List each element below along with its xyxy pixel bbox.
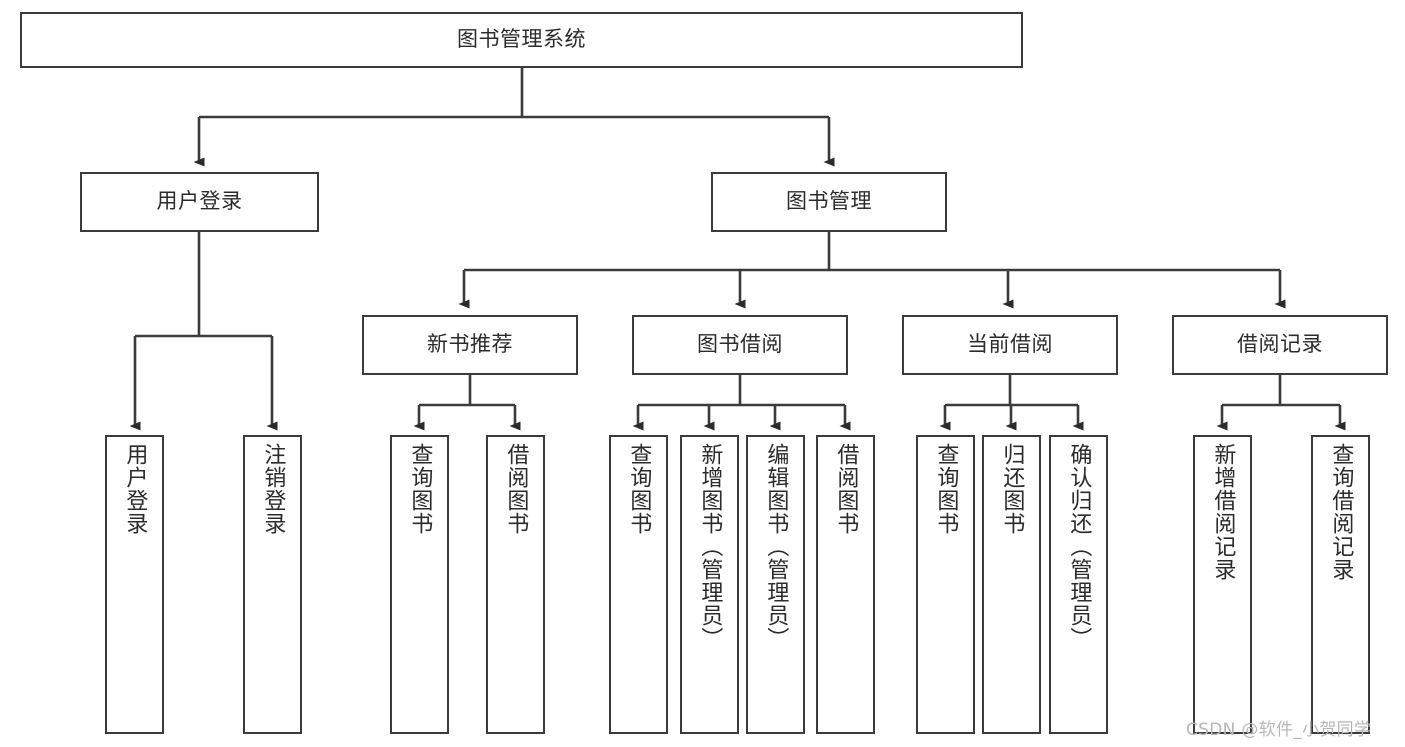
node-label: 当前借阅 [967, 332, 1053, 357]
leaf-borrow-query-book[interactable]: 查询图书 [609, 435, 668, 734]
leaf-recommend-query-book[interactable]: 查询图书 [390, 435, 449, 734]
leaf-borrow-edit-book-admin[interactable]: 编辑图书（管理员） [746, 435, 805, 734]
leaf-current-confirm-return-admin[interactable]: 确认归还（管理员） [1049, 435, 1108, 734]
node-current-borrow[interactable]: 当前借阅 [902, 315, 1118, 375]
node-label: 新增图书（管理员） [697, 443, 723, 650]
node-label: 查询图书 [933, 443, 959, 535]
node-new-book-recommend[interactable]: 新书推荐 [362, 315, 578, 375]
node-label: 图书管理 [786, 189, 872, 214]
node-label: 确认归还（管理员） [1066, 443, 1092, 650]
node-label: 归还图书 [999, 443, 1025, 535]
leaf-records-add-record[interactable]: 新增借阅记录 [1193, 435, 1252, 734]
node-label: 借阅记录 [1237, 332, 1323, 357]
node-label: 借阅图书 [833, 443, 859, 535]
csdn-watermark: CSDN @软件_小贺同学 [1186, 720, 1372, 740]
node-label: 图书管理系统 [457, 27, 586, 52]
leaf-recommend-borrow-book[interactable]: 借阅图书 [486, 435, 545, 734]
node-label: 图书借阅 [697, 332, 783, 357]
node-label: 编辑图书（管理员） [763, 443, 789, 650]
node-label: 查询图书 [626, 443, 652, 535]
node-label: 查询借阅记录 [1328, 443, 1354, 581]
node-label: 借阅图书 [503, 443, 529, 535]
node-label: 用户登录 [122, 443, 148, 535]
node-user-login[interactable]: 用户登录 [80, 172, 319, 232]
node-label: 查询图书 [407, 443, 433, 535]
node-label: 新增借阅记录 [1210, 443, 1236, 581]
leaf-borrow-borrow-book[interactable]: 借阅图书 [816, 435, 875, 734]
node-book-management-system[interactable]: 图书管理系统 [20, 12, 1023, 68]
leaf-logout-login[interactable]: 注销登录 [243, 435, 302, 734]
node-label: 新书推荐 [427, 332, 513, 357]
node-book-borrow[interactable]: 图书借阅 [632, 315, 848, 375]
node-label: 用户登录 [156, 189, 243, 214]
node-book-management[interactable]: 图书管理 [711, 172, 947, 232]
leaf-user-login[interactable]: 用户登录 [105, 435, 164, 734]
leaf-borrow-add-book-admin[interactable]: 新增图书（管理员） [680, 435, 739, 734]
leaf-records-query-record[interactable]: 查询借阅记录 [1311, 435, 1370, 734]
node-label: 注销登录 [260, 443, 286, 535]
leaf-current-return-book[interactable]: 归还图书 [982, 435, 1041, 734]
leaf-current-query-book[interactable]: 查询图书 [916, 435, 975, 734]
node-borrow-records[interactable]: 借阅记录 [1172, 315, 1388, 375]
